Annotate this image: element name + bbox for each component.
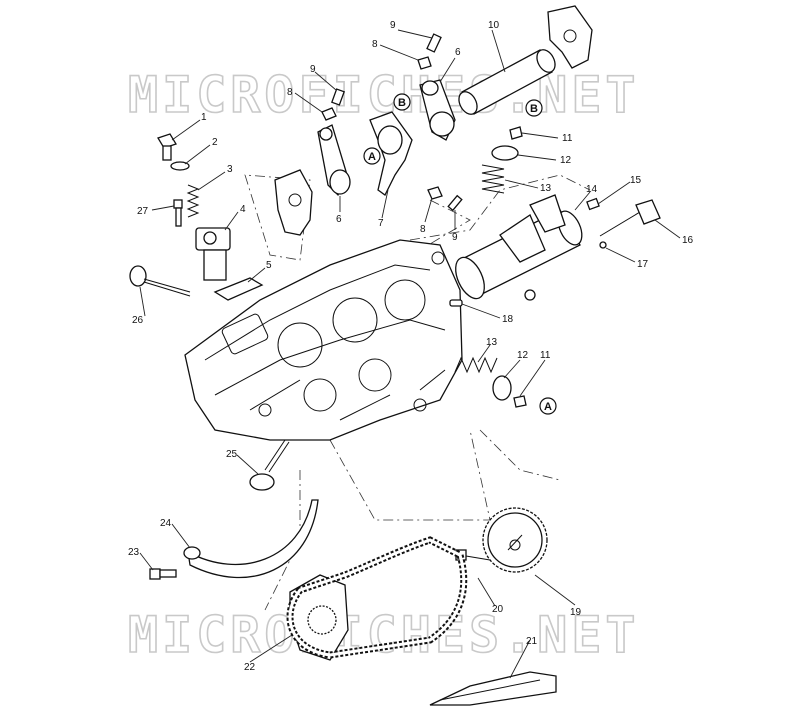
svg-text:B: B (398, 97, 406, 109)
part-8-nut-top (417, 56, 432, 70)
part-27-bolt (173, 199, 183, 227)
callout-21: 21 (526, 636, 538, 647)
crankshaft-sprocket (289, 574, 349, 661)
part-4-chain-tensioner (195, 227, 231, 281)
part-21-tensioner-guide (429, 671, 557, 706)
part-13-valve-spring-top (481, 164, 505, 194)
callout-4: 4 (240, 204, 246, 215)
callout-1: 1 (201, 112, 207, 123)
part-22-timing-chain (286, 536, 468, 659)
callout-24: 24 (160, 518, 172, 529)
callout-25: 25 (226, 449, 238, 460)
part-12-retainer-top (491, 145, 519, 161)
part-8-nut-middle (427, 186, 443, 200)
callout-27: 27 (137, 206, 149, 217)
part-14-camshaft (455, 194, 583, 301)
callout-11-top: 11 (562, 133, 573, 144)
part-11-valve-keepers-top (509, 126, 523, 140)
leader-lines (139, 29, 681, 679)
callout-12-lower: 12 (517, 350, 529, 361)
reference-marker-a-lower: A (539, 397, 557, 415)
callout-20: 20 (492, 604, 504, 615)
callout-22: 22 (244, 662, 256, 673)
rocker-bracket-right (547, 5, 593, 69)
callout-9-top: 9 (390, 20, 396, 31)
cylinder-head (184, 239, 463, 441)
part-1-bolt (157, 133, 177, 161)
part-9-adjuster-screw-middle (447, 194, 463, 212)
callout-2: 2 (212, 137, 218, 148)
part-25-valve (249, 439, 290, 491)
part-6-rocker-arm-right (419, 79, 456, 141)
callout-23: 23 (128, 547, 140, 558)
part-13-valve-spring-lower (454, 356, 498, 374)
part-9-adjuster-screw-left (331, 88, 345, 106)
callout-17: 17 (637, 259, 649, 270)
watermark-top: MICROFICHES.NET (128, 66, 640, 124)
part-26-valve (129, 265, 191, 297)
rocker-bracket-left (274, 169, 313, 236)
part-15-pin (586, 197, 600, 211)
part-6-rocker-arm-left (317, 124, 351, 197)
part-12-retainer-lower (492, 375, 512, 401)
part-11-valve-keepers-lower (513, 395, 527, 408)
callout-9-left: 9 (310, 64, 316, 75)
callout-14: 14 (586, 184, 598, 195)
callout-7: 7 (378, 218, 384, 229)
callout-numbers: 1 2 3 4 5 6 6 7 8 8 8 9 9 9 10 11 11 12 … (128, 20, 694, 673)
callout-6-left: 6 (336, 214, 342, 225)
svg-text:A: A (368, 151, 376, 163)
callout-8-middle: 8 (420, 224, 426, 235)
svg-text:B: B (530, 103, 538, 115)
part-18-dowel (449, 299, 463, 307)
callout-11-lower: 11 (540, 350, 551, 361)
callout-16: 16 (682, 235, 694, 246)
part-8-nut-left (321, 107, 337, 121)
part-7-rocker-arm (369, 111, 413, 196)
callout-5: 5 (266, 260, 272, 271)
part-24-chain-guide (183, 499, 319, 579)
callout-19: 19 (570, 607, 582, 618)
callout-3: 3 (227, 164, 233, 175)
reference-marker-b-right: B (525, 99, 543, 117)
callout-12-top: 12 (560, 155, 572, 166)
callout-13-lower: 13 (486, 337, 498, 348)
part-5-gasket (213, 277, 264, 301)
part-9-adjuster-screw-top (426, 33, 442, 53)
watermark-bottom: MICROFICHES.NET (128, 606, 640, 664)
part-3-spring (186, 184, 200, 218)
svg-text:A: A (544, 401, 552, 413)
part-10-rocker-shaft (458, 49, 556, 115)
callout-15: 15 (630, 175, 642, 186)
callout-6-right: 6 (455, 47, 461, 58)
part-2-washer (170, 161, 190, 171)
reference-marker-a-top: A (363, 147, 381, 165)
callout-18: 18 (502, 314, 514, 325)
callout-9-middle: 9 (452, 232, 458, 243)
callout-8-top: 8 (372, 39, 378, 50)
callout-13-top: 13 (540, 183, 552, 194)
part-19-cam-sprocket (482, 507, 548, 573)
callout-8-left: 8 (287, 87, 293, 98)
part-23-bolt (149, 568, 177, 580)
callout-10: 10 (488, 20, 500, 31)
reference-marker-b-top: B (393, 93, 411, 111)
part-17-clip (599, 241, 607, 249)
part-16-decompression-shaft (599, 199, 661, 237)
callout-26: 26 (132, 315, 144, 326)
